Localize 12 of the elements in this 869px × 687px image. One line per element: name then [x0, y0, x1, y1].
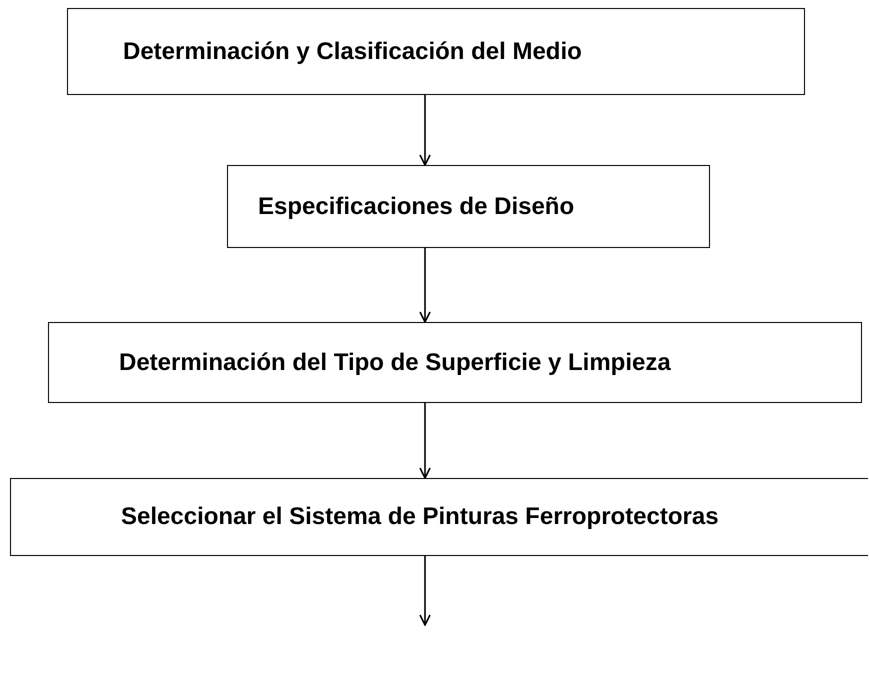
box-label: Especificaciones de Diseño: [258, 192, 574, 222]
process-box: [227, 165, 710, 248]
box-label: Seleccionar el Sistema de Pinturas Ferroprotectoras: [121, 502, 719, 532]
arrow: [419, 95, 431, 166]
arrow: [419, 556, 431, 626]
process-box: [48, 322, 862, 403]
process-box: [67, 8, 805, 95]
box-label: Determinación y Clasificación del Medio: [123, 36, 582, 66]
arrow: [419, 248, 431, 323]
arrow: [419, 403, 431, 479]
process-box: [10, 478, 868, 556]
box-label: Determinación del Tipo de Superficie y Limpieza: [119, 348, 671, 378]
